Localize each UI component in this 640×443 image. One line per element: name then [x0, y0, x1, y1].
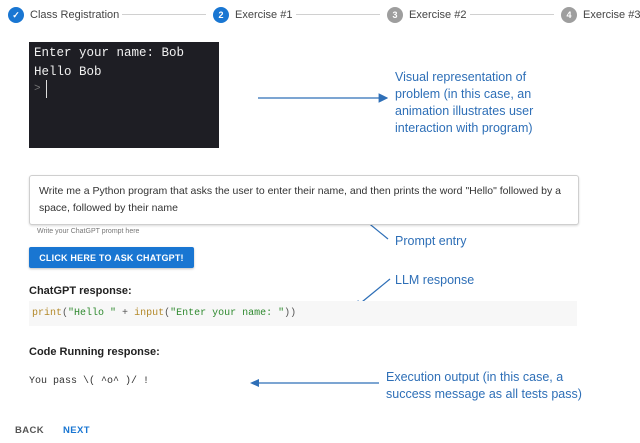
code-running-title: Code Running response: [29, 346, 160, 358]
step-number: 4 [561, 7, 577, 23]
step-exercise-2[interactable]: 3 Exercise #2 [387, 6, 466, 24]
annotation-visual: Visual representation of problem (in thi… [395, 69, 635, 137]
execution-output: You pass \( ^o^ )/ ! [29, 376, 150, 387]
step-label: Exercise #1 [235, 9, 293, 21]
step-label: Class Registration [30, 9, 120, 21]
back-button[interactable]: BACK [15, 425, 45, 436]
code-token: "Enter your name: " [170, 308, 285, 319]
check-icon: ✓ [8, 7, 24, 23]
arrowhead-icon [250, 379, 259, 387]
step-connector [122, 14, 206, 15]
terminal-line: Hello Bob [34, 65, 102, 79]
annotation-line: Execution output (in this case, a [386, 370, 564, 384]
step-exercise-1[interactable]: 2 Exercise #1 [213, 6, 292, 24]
code-token: ( [62, 308, 69, 319]
step-label: Exercise #2 [409, 9, 467, 21]
code-token: + [116, 308, 135, 319]
terminal-line: Enter your name: Bob [34, 46, 185, 60]
annotation-line: interaction with program) [395, 121, 533, 135]
annotation-prompt-entry: Prompt entry [395, 234, 467, 248]
annotation-line: success message as all tests pass) [386, 387, 582, 401]
prompt-input-value[interactable]: Write me a Python program that asks the … [39, 185, 562, 214]
chatgpt-response-code: print("Hello " + input("Enter your name:… [29, 301, 577, 326]
terminal-cursor [46, 80, 47, 98]
annotation-llm-response: LLM response [395, 273, 475, 287]
prompt-input[interactable]: Write me a Python program that asks the … [29, 175, 579, 225]
terminal-prompt-icon: > [34, 83, 41, 95]
stepper: ✓ Class Registration 2 Exercise #1 3 Exe… [0, 0, 640, 30]
next-button[interactable]: NEXT [63, 425, 90, 436]
step-connector [296, 14, 380, 15]
step-number: 2 [213, 7, 229, 23]
step-label: Exercise #3 [583, 9, 640, 21]
code-token: input [134, 308, 165, 319]
annotation-line: Visual representation of [395, 70, 527, 84]
chatgpt-response-title: ChatGPT response: [29, 285, 132, 297]
code-token: "Hello " [68, 308, 117, 319]
terminal-animation: Enter your name: Bob Hello Bob > [29, 42, 219, 148]
code-token: print [32, 308, 63, 319]
step-class-registration[interactable]: ✓ Class Registration [8, 6, 119, 24]
annotation-line: problem (in this case, an [395, 87, 532, 101]
code-token: )) [284, 308, 297, 319]
annotation-execution: Execution output (in this case, a succes… [386, 369, 636, 403]
step-number: 3 [387, 7, 403, 23]
code-token: ( [164, 308, 171, 319]
step-exercise-3[interactable]: 4 Exercise #3 [561, 6, 640, 24]
ask-chatgpt-button[interactable]: CLICK HERE TO ASK CHATGPT! [29, 247, 194, 268]
annotation-line: animation illustrates user [395, 104, 534, 118]
prompt-helper-text: Write your ChatGPT prompt here [37, 228, 140, 235]
step-connector [470, 14, 554, 15]
